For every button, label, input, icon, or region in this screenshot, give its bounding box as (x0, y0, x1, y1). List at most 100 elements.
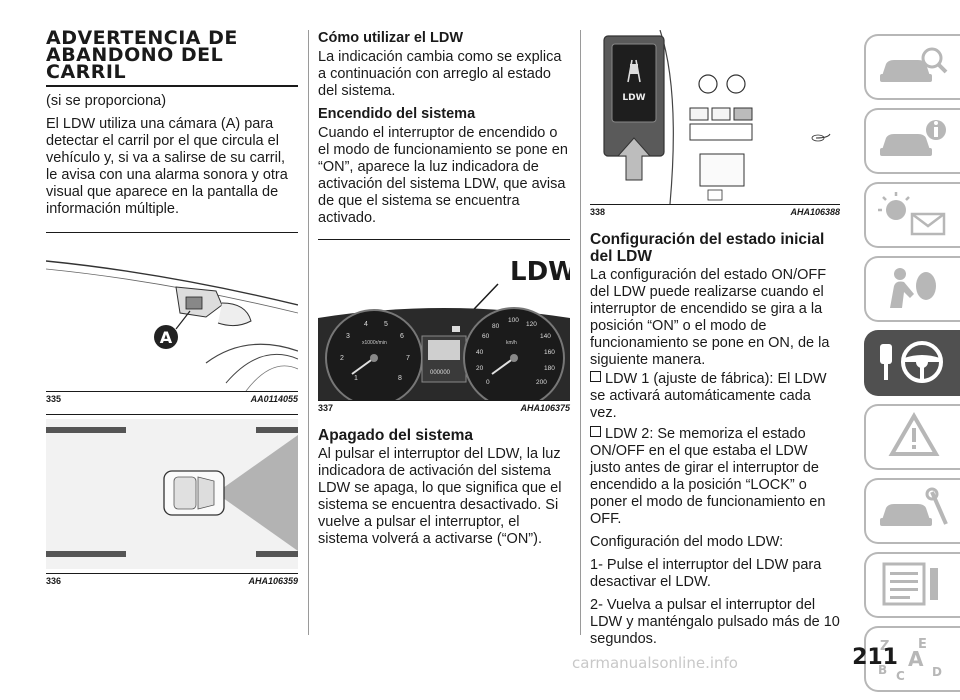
warning-road-icon (888, 412, 940, 456)
speed-tick: 140 (540, 333, 551, 340)
ldw-switch-illustration: LDW (590, 30, 840, 204)
subtitle: (si se proporciona) (46, 93, 167, 109)
svg-text:A: A (908, 647, 924, 671)
figure-code: AHA106375 (520, 403, 570, 413)
tach-tick: 7 (406, 355, 410, 362)
watermark: carmanualsonline.info (572, 654, 738, 672)
tab-starting-driving[interactable] (864, 330, 960, 396)
car-top-view (163, 470, 225, 516)
tach-tick: 4 (364, 321, 368, 328)
column-2: Cómo utilizar el LDW La indicación cambi… (318, 30, 570, 554)
svg-text:Z: Z (880, 639, 889, 654)
tach-tick: 6 (400, 333, 404, 340)
speed-tick: 0 (486, 379, 490, 386)
figure-code: AHA106388 (790, 207, 840, 217)
key-steering-wheel-icon (880, 341, 943, 383)
svg-text:D: D (932, 665, 942, 679)
figure-337-caption: 337 AHA106375 (318, 401, 570, 413)
checkbox-bullet-icon (590, 371, 601, 382)
tab-safety[interactable] (864, 256, 960, 322)
svg-text:C: C (896, 669, 905, 682)
speedometer: 0 20 40 60 80 100 120 140 160 180 200 km… (463, 307, 565, 400)
alphabet-index-icon: Z E B C A D (878, 637, 942, 682)
figure-code: AHA106359 (248, 576, 298, 586)
speed-tick: 80 (492, 323, 500, 330)
figure-number: 337 (318, 403, 334, 413)
column-1: ADVERTENCIA DE ABANDONO DEL CARRIL (si s… (46, 27, 298, 586)
config-title: Configuración del estado inicial del LDW (590, 231, 825, 265)
airbag-person-icon (890, 268, 936, 308)
figure-336 (46, 414, 298, 574)
tab-car-info[interactable] (864, 108, 960, 174)
ldw-button-closeup: LDW (603, 35, 665, 181)
car-info-icon (880, 120, 946, 156)
figure-337: LDW 1 2 3 4 5 6 7 8 x1000r/min 000000 (318, 239, 570, 401)
config-text: La configuración del estado ON/OFF del L… (590, 267, 830, 368)
system-off-title: Apagado del sistema (318, 427, 474, 444)
light-mail-icon (878, 192, 946, 236)
mode-title: Configuración del modo LDW: (590, 534, 784, 550)
how-to-use-text: La indicación cambia como se explica a c… (318, 49, 562, 99)
speed-tick: 60 (482, 333, 490, 340)
figure-335: A (46, 232, 298, 392)
figure-number: 335 (46, 394, 62, 404)
page-number: 211 (852, 645, 898, 670)
bullet-item: LDW 1 (ajuste de fábrica): El LDW se act… (590, 371, 840, 422)
windshield-camera-illustration: A (46, 260, 298, 391)
tab-specifications[interactable] (864, 552, 960, 618)
speed-tick: 40 (476, 349, 484, 356)
intro-paragraph: El LDW utiliza una cámara (A) para detec… (46, 116, 288, 217)
callout-a-label: A (160, 328, 173, 347)
how-to-use-title: Cómo utilizar el LDW (318, 30, 463, 46)
tach-tick: 2 (340, 355, 344, 362)
figure-338-caption: 338 AHA106388 (590, 205, 840, 217)
system-off-text: Al pulsar el interruptor del LDW, la luz… (318, 446, 562, 547)
svg-text:B: B (878, 663, 887, 677)
column-divider-1 (308, 30, 309, 635)
main-heading-block: ADVERTENCIA DE ABANDONO DEL CARRIL (46, 27, 298, 87)
figure-code: AA0114055 (250, 394, 298, 404)
step-item: 2- Vuelva a pulsar el interruptor del LD… (590, 597, 840, 647)
center-display: 000000 (421, 326, 467, 383)
ldw-button-label: LDW (622, 93, 645, 103)
bullet-text: LDW 1 (ajuste de fábrica): El LDW se act… (590, 371, 827, 421)
tach-tick: 3 (346, 333, 350, 340)
chapter-tabs: Z E B C A D (856, 34, 960, 700)
bullet-text: LDW 2: Se memoriza el estado ON/OFF en e… (590, 426, 826, 527)
speed-unit: km/h (506, 340, 517, 346)
figure-number: 338 (590, 207, 606, 217)
column-3: LDW 338 AHA106388 Configuración del esta… (590, 30, 840, 654)
tach-tick: 8 (398, 375, 402, 382)
specs-list-icon (882, 562, 938, 606)
tab-emergency[interactable] (864, 404, 960, 470)
dashboard-switch-panel (689, 74, 831, 201)
tachometer: 1 2 3 4 5 6 7 8 x1000r/min (325, 309, 423, 400)
speed-tick: 20 (476, 365, 484, 372)
car-search-icon (880, 47, 948, 82)
figure-number: 336 (46, 576, 62, 586)
system-on-title: Encendido del sistema (318, 106, 476, 122)
system-on-text: Cuando el interruptor de encendido o el … (318, 125, 568, 226)
speed-tick: 100 (508, 317, 519, 324)
step-item: 1- Pulse el interruptor del LDW para des… (590, 557, 822, 590)
tach-unit: x1000r/min (362, 340, 387, 346)
speed-tick: 200 (536, 379, 547, 386)
checkbox-bullet-icon (590, 426, 601, 437)
arrow-up-icon (616, 137, 652, 181)
tab-car-search[interactable] (864, 34, 960, 100)
figure-338: LDW (590, 30, 840, 205)
tach-tick: 1 (354, 375, 358, 382)
tab-maintenance[interactable] (864, 478, 960, 544)
ldw-indicator-light (452, 326, 460, 332)
column-divider-2 (580, 30, 581, 635)
speed-tick: 160 (544, 349, 555, 356)
callout-a-circle (154, 325, 178, 349)
ldw-indicator-callout: LDW (510, 257, 570, 287)
tach-tick: 5 (384, 321, 388, 328)
speed-tick: 120 (526, 321, 537, 328)
figure-336-caption: 336 AHA106359 (46, 574, 298, 586)
figure-335-caption: 335 AA0114055 (46, 392, 298, 404)
lane-departure-illustration (46, 415, 298, 573)
main-heading: ADVERTENCIA DE ABANDONO DEL CARRIL (46, 27, 238, 83)
tab-lights-mail[interactable] (864, 182, 960, 248)
